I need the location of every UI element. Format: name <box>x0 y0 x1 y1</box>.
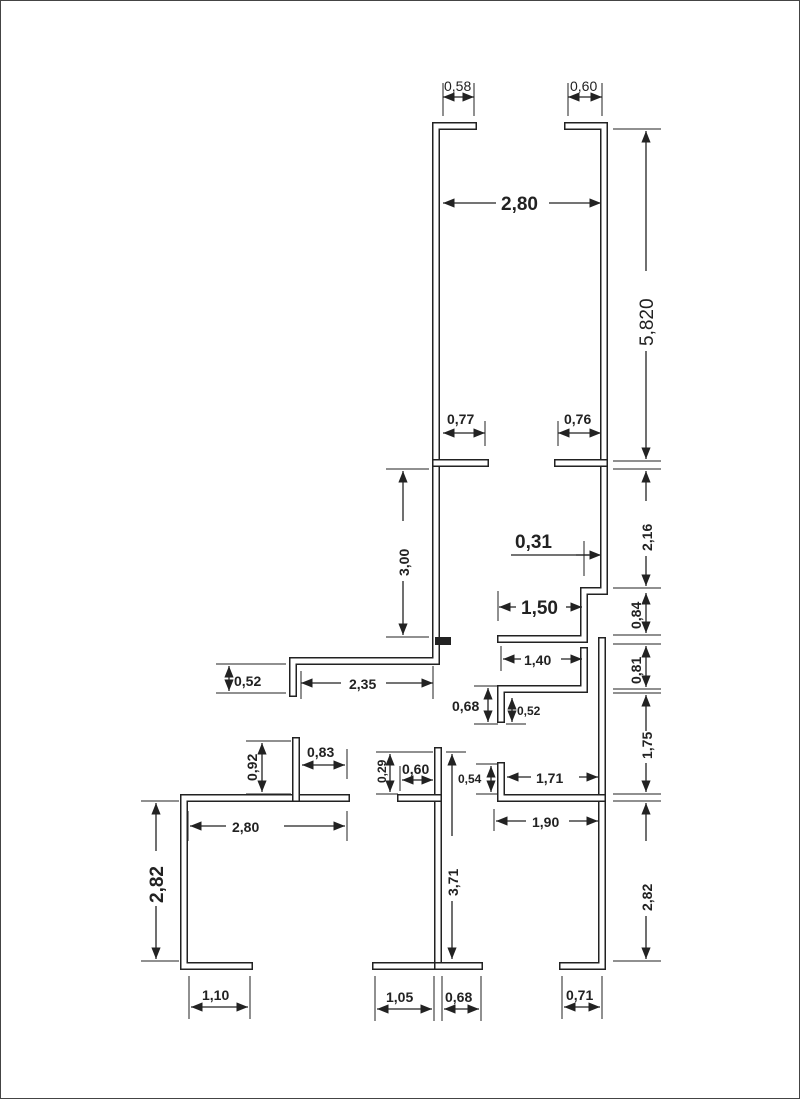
walls <box>180 122 608 970</box>
wall-left-corridor <box>289 122 489 697</box>
dim-label: 2,80 <box>501 194 538 215</box>
dim-label: 0,31 <box>515 532 552 553</box>
dim-label: 0,52 <box>234 673 261 689</box>
dim-label: 1,71 <box>536 770 563 786</box>
dim-label: 0,52 <box>517 704 541 718</box>
dim-label: 2,80 <box>232 819 259 835</box>
dimension-lines <box>141 83 661 1021</box>
dim-label: 1,05 <box>386 989 413 1005</box>
wall-middle <box>372 747 483 970</box>
dim-label: 2,16 <box>639 524 655 551</box>
dim-label: 3,71 <box>445 869 461 896</box>
dim-label: 2,82 <box>639 884 655 911</box>
dim-label: 0,81 <box>628 657 644 684</box>
wall-right-corridor <box>497 122 608 970</box>
dim-label: 1,10 <box>202 987 229 1003</box>
dim-label: 1,40 <box>524 652 551 668</box>
dim-label: 0,84 <box>628 602 644 629</box>
dim-label: 0,68 <box>445 989 472 1005</box>
dim-label: 3,00 <box>396 549 412 576</box>
dim-label: 1,50 <box>521 598 558 619</box>
dim-label: 0,58 <box>444 78 471 94</box>
dim-label: 1,90 <box>532 814 559 830</box>
dim-label: 0,68 <box>452 698 479 714</box>
dim-label: 2,35 <box>349 676 376 692</box>
dim-label: 0,60 <box>570 78 597 94</box>
dimension-labels: 0,58 0,60 2,80 5,820 0,77 0,76 3,00 2,16… <box>147 78 658 1005</box>
dim-label: 0,71 <box>566 987 593 1003</box>
dim-label: 0,29 <box>375 759 389 783</box>
dim-label: 0,60 <box>402 761 429 777</box>
dim-label: 2,82 <box>147 866 168 903</box>
dim-label: 0,77 <box>447 411 474 427</box>
dim-label: 0,54 <box>458 772 482 786</box>
dim-label: 0,76 <box>564 411 591 427</box>
dim-label: 5,820 <box>637 298 658 346</box>
dim-label: 0,92 <box>244 754 260 781</box>
dim-label: 1,75 <box>639 732 655 759</box>
dim-label: 0,83 <box>307 744 334 760</box>
wall-left-room <box>180 737 350 970</box>
